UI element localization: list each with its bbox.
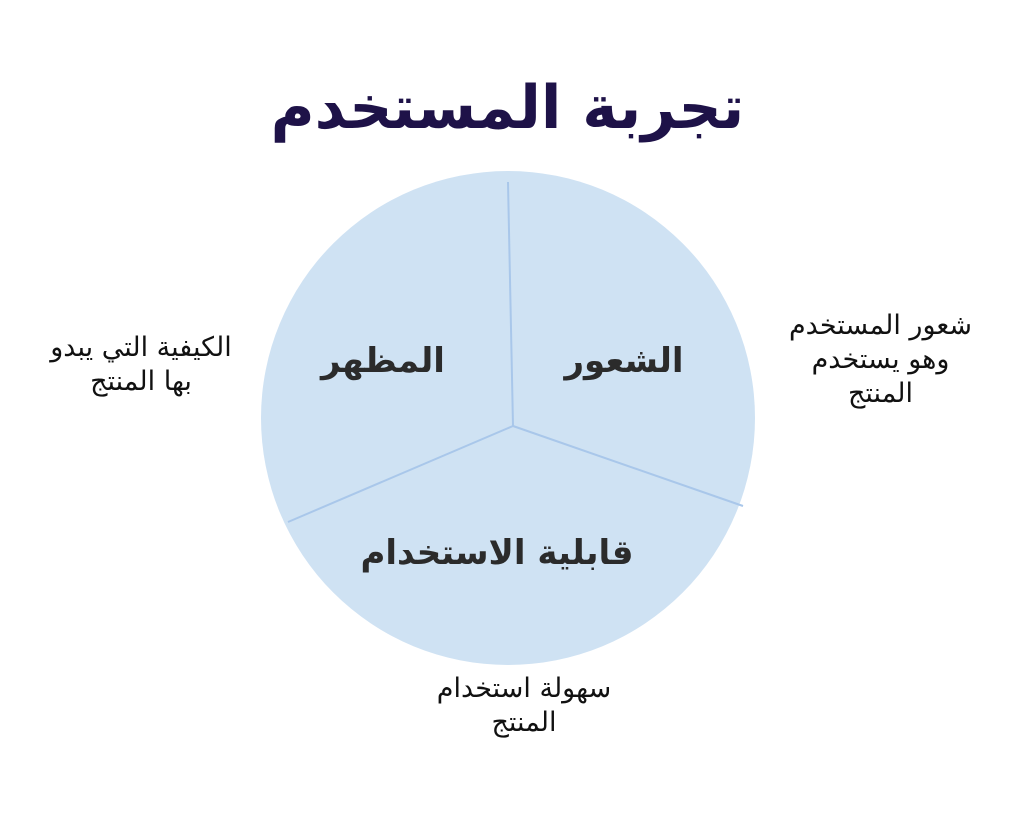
description-line: سهولة استخدام — [436, 673, 612, 704]
sector-label-appearance: المظهر — [319, 341, 445, 381]
pie-circle — [261, 171, 755, 665]
description-usability: سهولة استخدام المنتج — [384, 672, 664, 740]
description-appearance: الكيفية التي يبدو بها المنتج — [10, 331, 272, 399]
diagram-title: تجربة المستخدم — [270, 73, 745, 143]
description-feeling: شعور المستخدم وهو يستخدم المنتج — [758, 309, 1003, 411]
sector-label-usability: قابلية الاستخدام — [360, 533, 633, 573]
divider-top — [507, 181, 514, 427]
description-line: المنتج — [847, 378, 914, 409]
divider-right — [512, 425, 744, 507]
description-line: المنتج — [491, 707, 557, 738]
divider-left — [287, 425, 514, 523]
description-line: شعور المستخدم — [788, 310, 973, 341]
sector-label-feeling: الشعور — [562, 341, 683, 381]
description-line: الكيفية التي يبدو — [50, 332, 232, 363]
description-line: بها المنتج — [90, 366, 192, 397]
description-line: وهو يستخدم — [811, 344, 950, 375]
